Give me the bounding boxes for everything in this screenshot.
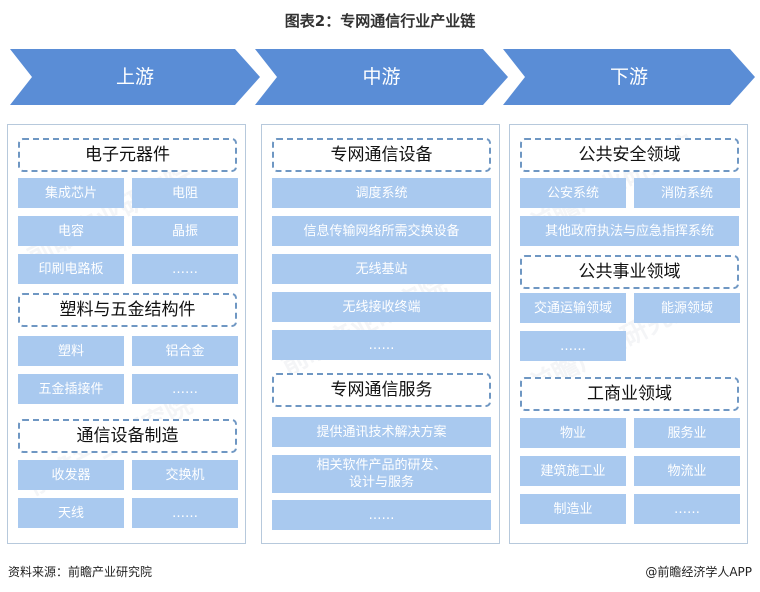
category-plastic-hardware: 塑料与五金结构件 [18, 293, 237, 327]
category-private-network-equipment: 专网通信设备 [272, 138, 491, 172]
arrow-shape-icon [255, 49, 508, 105]
item-cell: 五金插接件 [18, 374, 124, 404]
category-public-safety: 公共安全领域 [520, 138, 739, 172]
item-cell: 物流业 [634, 456, 740, 486]
midstream-panel: 前瞻产业研究院 专网通信设备 调度系统 信息传输网络所需交换设备 无线基站 无线… [261, 124, 500, 544]
item-cell: 调度系统 [272, 178, 491, 208]
item-cell: 其他政府执法与应急指挥系统 [520, 216, 739, 246]
item-cell: 集成芯片 [18, 178, 124, 208]
item-cell: 信息传输网络所需交换设备 [272, 216, 491, 246]
item-cell: 服务业 [634, 418, 740, 448]
item-cell: 收发器 [18, 460, 124, 490]
item-cell: …… [272, 500, 491, 530]
item-cell: 建筑施工业 [520, 456, 626, 486]
copyright-note: @前瞻经济学人APP [645, 565, 752, 579]
stage-label-downstream: 下游 [609, 66, 648, 88]
stage-arrow-midstream: 中游 [255, 49, 508, 105]
category-comm-equipment-manufacturing: 通信设备制造 [18, 419, 237, 453]
item-cell: 相关软件产品的研发、设计与服务 [272, 455, 491, 493]
item-cell: …… [634, 494, 740, 524]
item-cell: 铝合金 [132, 336, 238, 366]
item-cell: 无线接收终端 [272, 292, 491, 322]
item-cell: 印刷电路板 [18, 254, 124, 284]
arrow-shape-icon [10, 49, 260, 105]
item-cell: …… [132, 498, 238, 528]
category-public-utilities: 公共事业领域 [520, 255, 739, 289]
category-industry-commerce: 工商业领域 [520, 377, 739, 411]
item-cell: 无线基站 [272, 254, 491, 284]
item-cell: …… [520, 331, 626, 361]
downstream-panel: 前瞻产业研究院 前瞻产业研究院 公共安全领域 公安系统 消防系统 其他政府执法与… [509, 124, 748, 544]
arrow-shape-icon [503, 49, 755, 105]
item-cell: 塑料 [18, 336, 124, 366]
item-cell: …… [272, 330, 491, 360]
chart-title: 图表2：专网通信行业产业链 [284, 12, 476, 30]
item-cell: 制造业 [520, 494, 626, 524]
item-cell: 电阻 [132, 178, 238, 208]
upstream-panel: 前瞻产业研究院 前瞻产业研究院 电子元器件 集成芯片 电阻 电容 晶振 印刷电路… [7, 124, 246, 544]
source-note: 资料来源：前瞻产业研究院 [8, 565, 153, 579]
item-cell: 能源领域 [634, 293, 740, 323]
item-cell: 电容 [18, 216, 124, 246]
item-cell: 消防系统 [634, 178, 740, 208]
item-cell: …… [132, 254, 238, 284]
item-cell: 公安系统 [520, 178, 626, 208]
item-cell: 提供通讯技术解决方案 [272, 417, 491, 447]
item-cell: 晶振 [132, 216, 238, 246]
item-cell: …… [132, 374, 238, 404]
item-cell: 交换机 [132, 460, 238, 490]
item-cell: 天线 [18, 498, 124, 528]
item-cell: 物业 [520, 418, 626, 448]
stage-arrow-downstream: 下游 [503, 49, 755, 105]
category-electronic-components: 电子元器件 [18, 138, 237, 172]
category-private-network-services: 专网通信服务 [272, 373, 491, 407]
stage-arrow-upstream: 上游 [10, 49, 260, 105]
stage-label-upstream: 上游 [115, 66, 154, 88]
item-cell: 交通运输领域 [520, 293, 626, 323]
stage-label-midstream: 中游 [362, 66, 401, 88]
